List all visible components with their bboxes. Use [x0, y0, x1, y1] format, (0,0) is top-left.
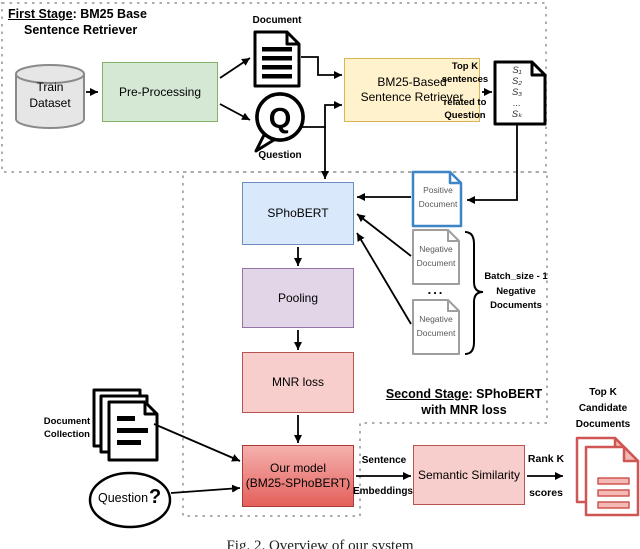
semantic-similarity-box[interactable]: Semantic Similarity	[413, 445, 525, 505]
our-model-line1: Our model	[269, 461, 327, 475]
database-cylinder-icon	[15, 64, 85, 129]
stage1-title-underlined: First Stage	[8, 7, 73, 21]
bm25-retriever-box[interactable]: BM25-Based Sentence Retriever	[344, 58, 480, 122]
negative-document-icon-1	[412, 229, 460, 285]
stage1-title: First Stage: BM25 Base Sentence Retrieve…	[8, 6, 147, 39]
candidate-documents-icon	[575, 436, 640, 517]
arrow-collection-to-ourmodel	[153, 423, 241, 462]
pooling-box[interactable]: Pooling	[242, 268, 354, 328]
arrow-question-to-bm25	[301, 101, 342, 128]
our-model-line2: (BM25-SPhoBERT)	[245, 476, 351, 490]
arrow-question-to-ourmodel	[170, 484, 241, 494]
question-ellipse-label: Question	[97, 491, 149, 505]
arrow-preprocessing-to-document	[219, 57, 251, 79]
scores-label: scores	[529, 487, 563, 499]
topk-sentences-doc-icon	[493, 60, 547, 126]
negative-document-2-label: Negative Document	[416, 314, 456, 338]
sphobert-box[interactable]: SPhoBERT	[242, 182, 354, 245]
arrow-negative-doc2-to-sphobert	[356, 232, 412, 325]
batch-size-line1: Batch_size - 1	[484, 271, 548, 282]
sentence-embeddings-label-bottom: Embeddings	[352, 486, 413, 497]
brace-icon	[464, 231, 484, 355]
sentence-item: Sₖ	[511, 108, 523, 120]
connector-arrows	[86, 56, 563, 494]
question-ellipse-icon	[88, 471, 172, 529]
stage2-title-rest: : SPhoBERT	[468, 387, 543, 401]
stage2-title-line1: Second Stage: SPhoBERT	[386, 387, 542, 401]
semantic-similarity-label: Semantic Similarity	[417, 467, 521, 482]
document-collection-icon	[92, 388, 159, 462]
bm25-retriever-label: BM25-Based Sentence Retriever	[360, 75, 464, 104]
positive-document-icon	[411, 170, 463, 228]
sentence-list: S₁ S₂ S₃ ... Sₖ	[500, 65, 534, 121]
batch-size-label: Batch_size - 1 Negative Documents	[483, 270, 549, 314]
train-dataset-label: Train Dataset	[29, 80, 71, 110]
preprocessing-box[interactable]: Pre-Processing	[102, 62, 218, 122]
figure-caption: Fig. 2. Overview of our system	[226, 538, 414, 549]
arrow-document-to-bm25	[301, 56, 342, 79]
sentence-item: S₁	[512, 65, 522, 76]
negative-document-1-label: Negative Document	[416, 244, 456, 268]
stage2-title-line2: with MNR loss	[421, 403, 507, 418]
topk-candidate-line2: Candidate	[578, 403, 628, 414]
question-mark: ?	[149, 486, 162, 508]
batch-size-line3: Documents	[490, 300, 542, 312]
our-model-box[interactable]: Our model (BM25-SPhoBERT)	[242, 445, 354, 507]
sentence-item: S₂	[512, 75, 522, 87]
topk-sentences-label-bottom: related to Question	[443, 97, 487, 121]
sentence-item: ...	[513, 97, 521, 109]
positive-document-label: Positive Document	[418, 185, 458, 209]
mnr-loss-label: MNR loss	[271, 375, 324, 389]
sphobert-label: SPhoBERT	[267, 206, 329, 220]
arrow-negative-doc1-to-sphobert	[356, 213, 412, 257]
arrow-sentences-to-positive-doc	[467, 124, 518, 204]
question-bubble-icon	[254, 92, 305, 153]
arrow-preprocessing-to-question	[219, 103, 251, 121]
document-label: Document	[252, 15, 302, 26]
batch-size-line2: Negative	[496, 285, 536, 297]
stage2-title: Second Stage: SPhoBERT with MNR loss	[383, 386, 545, 419]
question-q-glyph: Q	[269, 103, 292, 135]
document-icon	[253, 30, 301, 88]
stage1-title-line2: Sentence Retriever	[24, 23, 138, 38]
mnr-loss-box[interactable]: MNR loss	[242, 352, 354, 413]
topk-candidate-line1: Top K	[589, 387, 617, 398]
pooling-label: Pooling	[277, 290, 319, 305]
topk-sentences-label-top: Top K sentences	[441, 61, 489, 85]
document-collection-label: Document Collection	[43, 416, 91, 440]
stage2-title-underlined: Second Stage	[385, 387, 469, 401]
question-label: Question	[258, 150, 302, 161]
negative-docs-ellipsis: ...	[427, 282, 445, 297]
stage1-title-rest: : BM25 Base	[72, 7, 147, 21]
sentence-embeddings-label-top: Sentence	[361, 455, 407, 466]
negative-document-icon-2	[412, 299, 460, 355]
stage1-title-line1: First Stage: BM25 Base	[8, 7, 147, 21]
topk-candidate-line3: Documents	[575, 419, 631, 430]
sentence-item: S₃	[511, 86, 523, 98]
topk-candidate-label: Top K Candidate Documents	[568, 385, 638, 433]
preprocessing-label: Pre-Processing	[118, 84, 202, 99]
rank-k-label: Rank K	[527, 453, 565, 465]
